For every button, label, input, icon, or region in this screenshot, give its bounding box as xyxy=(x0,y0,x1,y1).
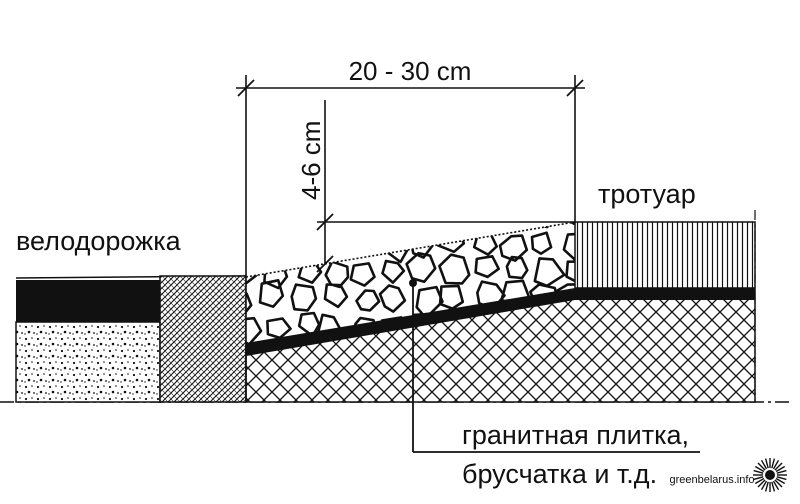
material-label-line2: брусчатка и т.д. xyxy=(462,459,657,489)
watermark: greenbelarus.info xyxy=(669,458,787,492)
bike-path-asphalt xyxy=(16,280,160,322)
sidewalk-label: тротуар xyxy=(598,179,696,209)
height-dimension-label: 4-6 cm xyxy=(296,121,326,200)
bedding-layer xyxy=(246,288,755,356)
material-leader xyxy=(409,279,700,453)
curb-block xyxy=(159,275,247,403)
bike-path-gravel-base xyxy=(15,321,161,403)
sidewalk-tiles xyxy=(574,221,756,289)
height-dimension xyxy=(316,100,575,273)
width-dimension-label: 20 - 30 cm xyxy=(349,56,472,86)
sun-logo-icon xyxy=(753,458,787,492)
bike-path-label: велодорожка xyxy=(16,226,182,256)
width-dimension xyxy=(236,79,585,97)
material-label-line1: гранитная плитка, xyxy=(462,420,689,450)
watermark-text: greenbelarus.info xyxy=(669,474,754,486)
